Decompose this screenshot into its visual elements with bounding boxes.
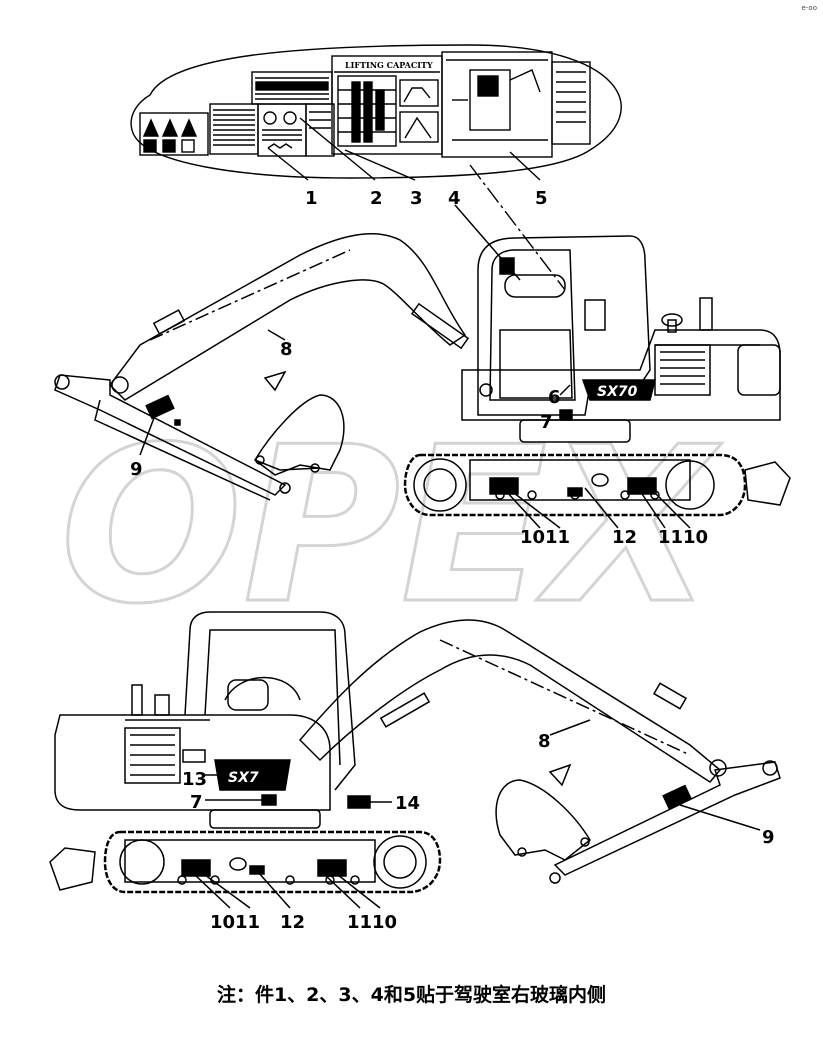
callout-10-left: 10 [520, 527, 545, 548]
callout-9: 9 [130, 459, 143, 480]
svg-text:LIFTING CAPACITY: LIFTING CAPACITY [345, 60, 433, 70]
decal-sheet: LIFTING CAPACITY [130, 44, 622, 291]
bottom-view-callouts: 13 7 14 8 9 10 11 12 11 10 [182, 731, 775, 933]
callout-11-right-bottom: 11 [347, 912, 372, 933]
callout-11-right: 11 [658, 527, 683, 548]
decal-2 [257, 103, 307, 157]
callout-5: 5 [535, 188, 548, 209]
callout-14: 14 [395, 793, 420, 814]
callout-10-right-bottom: 10 [372, 912, 397, 933]
callout-12-bottom: 12 [280, 912, 305, 933]
excavator-left-view: SX70 [54, 204, 791, 529]
callout-10-right: 10 [683, 527, 708, 548]
callout-12: 12 [612, 527, 637, 548]
callout-6: 6 [548, 387, 561, 408]
decal-3 [251, 71, 335, 157]
callout-8: 8 [280, 339, 293, 360]
callout-4: 4 [448, 188, 461, 209]
callout-9-bottom: 9 [762, 827, 775, 848]
decal-1 [139, 103, 259, 156]
callout-2: 2 [370, 188, 383, 209]
callout-3: 3 [410, 188, 423, 209]
callout-7-bottom: 7 [190, 792, 203, 813]
svg-text:SX70: SX70 [597, 384, 638, 400]
decal-5 [441, 51, 591, 158]
watermark: OPEX [60, 400, 722, 651]
callout-8-bottom: 8 [538, 731, 551, 752]
callout-1: 1 [305, 188, 318, 209]
callout-11-left: 11 [545, 527, 570, 548]
callout-13: 13 [182, 769, 207, 790]
callout-11-left-bottom: 11 [235, 912, 260, 933]
corner-mark: e-oo [801, 4, 817, 12]
excavator-right-view: SX7 [49, 611, 781, 909]
top-view-callouts: 1 2 3 4 5 6 7 8 9 10 11 12 11 10 [130, 188, 708, 548]
callout-10-left-bottom: 10 [210, 912, 235, 933]
callout-7: 7 [540, 412, 553, 433]
installation-note: 注：件1、2、3、4和5贴于驾驶室右玻璃内侧 [216, 984, 607, 1006]
svg-text:SX7: SX7 [228, 770, 259, 786]
lifting-capacity-decal: LIFTING CAPACITY [331, 55, 443, 155]
